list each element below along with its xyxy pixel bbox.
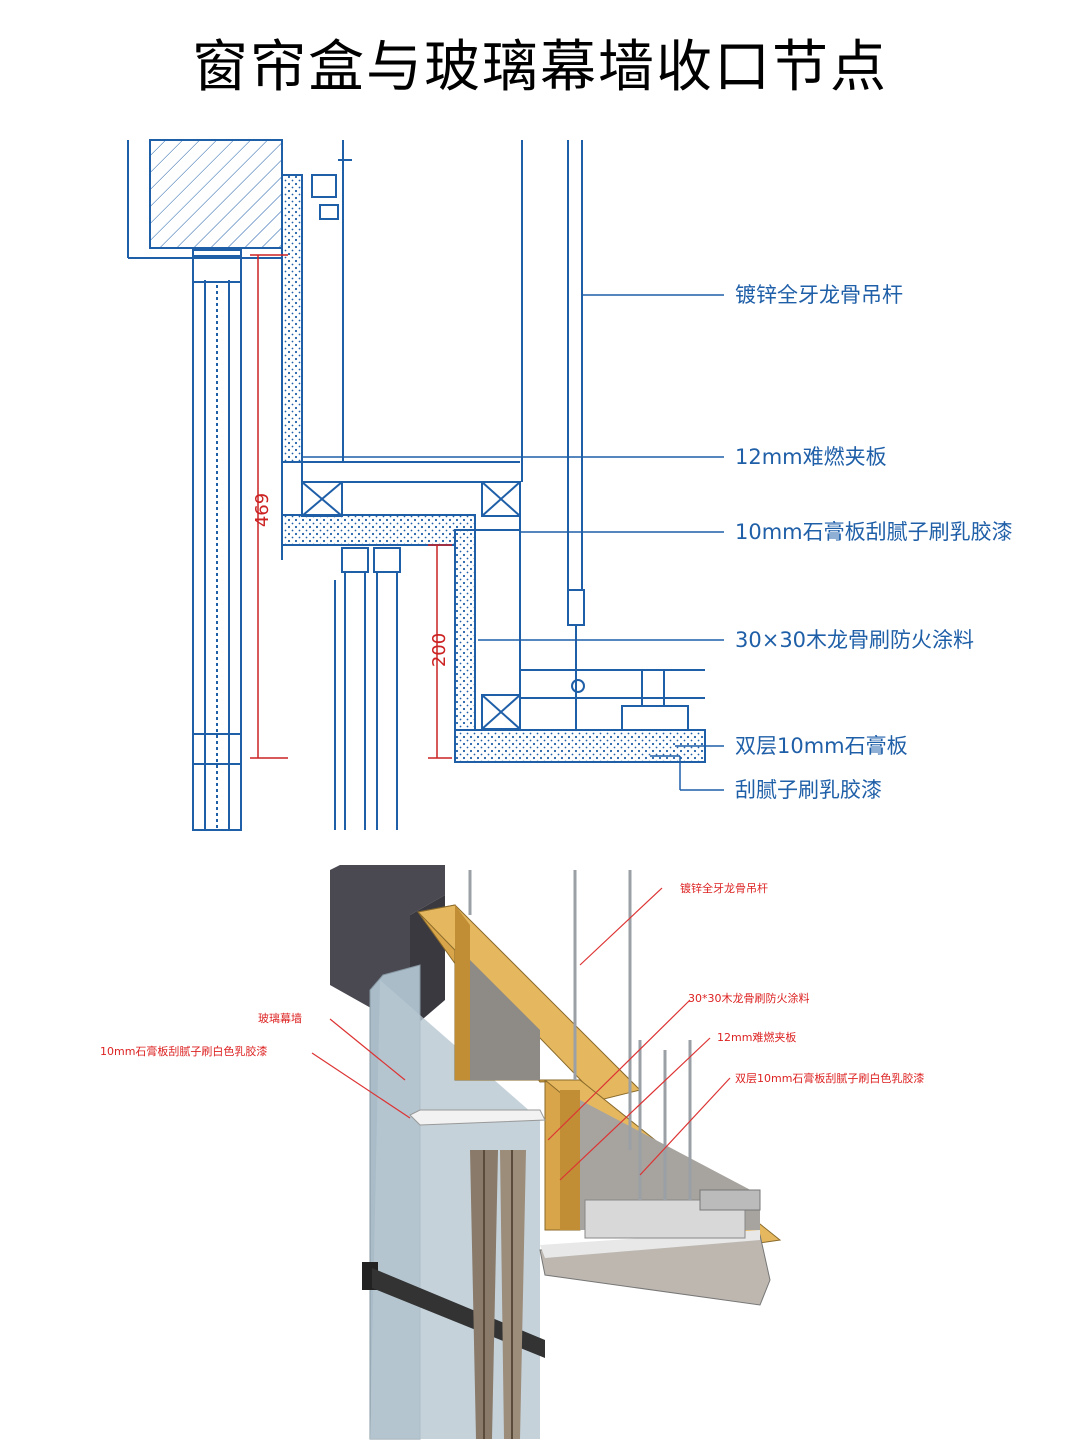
box-top-panel	[281, 514, 476, 546]
iso-label-wood-keel: 30*30木龙骨刷防火涂料	[688, 991, 810, 1005]
concrete-beam-3d	[330, 865, 445, 1030]
curtain-track-1	[341, 547, 369, 573]
iso-label-glass-wall: 玻璃幕墙	[258, 1011, 302, 1025]
page-title: 窗帘盒与玻璃幕墙收口节点	[192, 35, 888, 100]
section-drawing: 469 200 镀锌全牙龙骨吊杆 12mm难燃夹板 10mm石膏板刮腻子刷乳胶漆…	[127, 139, 1013, 831]
curtain-fabric	[470, 1150, 526, 1439]
label-gypsum-paint: 10mm石膏板刮腻子刷乳胶漆	[735, 520, 1013, 544]
label-rod: 镀锌全牙龙骨吊杆	[735, 283, 903, 307]
fire-board-drop	[281, 174, 303, 463]
iso-label-gypsum-white: 10mm石膏板刮腻子刷白色乳胶漆	[100, 1044, 267, 1058]
dimension-overall: 469	[252, 493, 273, 527]
label-putty-paint: 刮腻子刷乳胶漆	[735, 778, 882, 802]
concrete-beam	[149, 139, 283, 249]
ceiling-gypsum	[454, 729, 706, 763]
box-side-panel	[454, 529, 476, 751]
dimension-box-depth: 200	[429, 633, 450, 667]
iso-label-double-gypsum: 双层10mm石膏板刮腻子刷白色乳胶漆	[735, 1071, 924, 1085]
label-double-gypsum: 双层10mm石膏板	[735, 734, 908, 758]
curtain-wall-mullion	[192, 249, 242, 831]
label-wood-keel: 30×30木龙骨刷防火涂料	[735, 628, 974, 652]
iso-label-fire-board: 12mm难燃夹板	[717, 1030, 796, 1044]
curtain-track-2	[373, 547, 401, 573]
iso-label-rod: 镀锌全牙龙骨吊杆	[680, 881, 768, 895]
label-fire-board: 12mm难燃夹板	[735, 445, 887, 469]
isometric-drawing: 镀锌全牙龙骨吊杆 玻璃幕墙 30*30木龙骨刷防火涂料 10mm石膏板刮腻子刷白…	[100, 865, 924, 1440]
